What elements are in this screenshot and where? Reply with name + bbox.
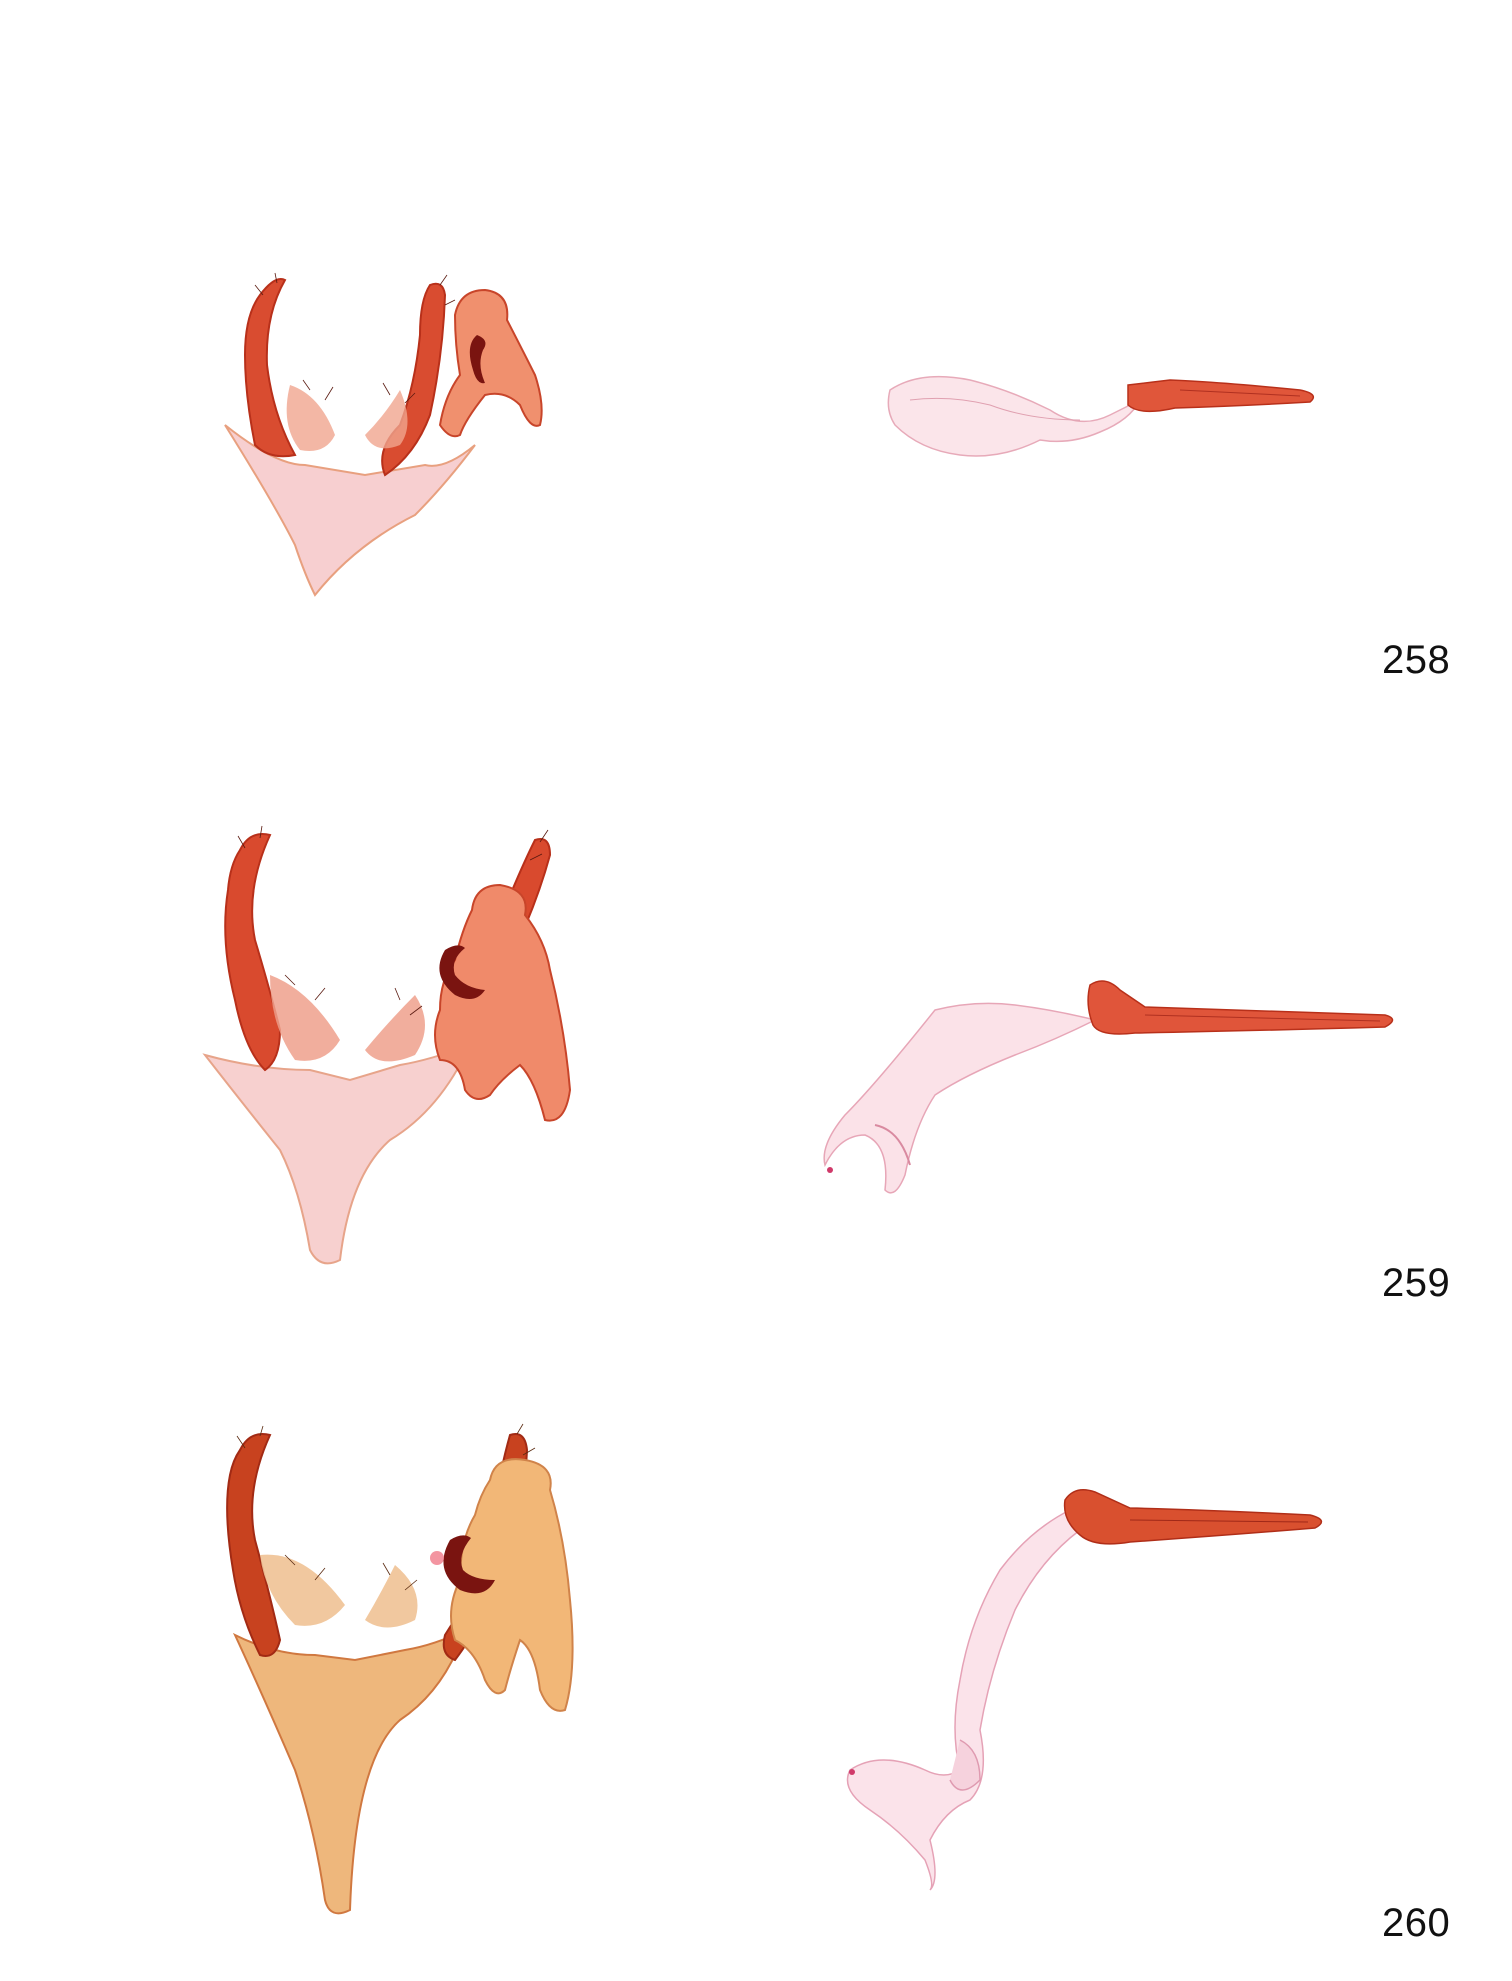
aedeagus-258: [880, 360, 1330, 475]
male-genitalia-259: [200, 825, 645, 1275]
aedeagus-drawing-260: [846, 1489, 1323, 1891]
aedeagus-drawing-258: [887, 375, 1315, 457]
figure-number: 258: [1382, 638, 1451, 682]
male-genitalia-258: [215, 272, 570, 605]
aedeagus-260: [830, 1480, 1340, 1900]
aedeagus-259: [815, 965, 1420, 1205]
male-genitalia-260: [205, 1423, 630, 1930]
genitalia-drawing-259: [202, 825, 572, 1265]
genitalia-drawing-258: [224, 272, 543, 597]
figure-number: 260: [1382, 1901, 1451, 1945]
figure-number: 259: [1382, 1261, 1451, 1305]
genitalia-drawing-260: [226, 1423, 574, 1915]
aedeagus-drawing-259: [823, 980, 1394, 1194]
